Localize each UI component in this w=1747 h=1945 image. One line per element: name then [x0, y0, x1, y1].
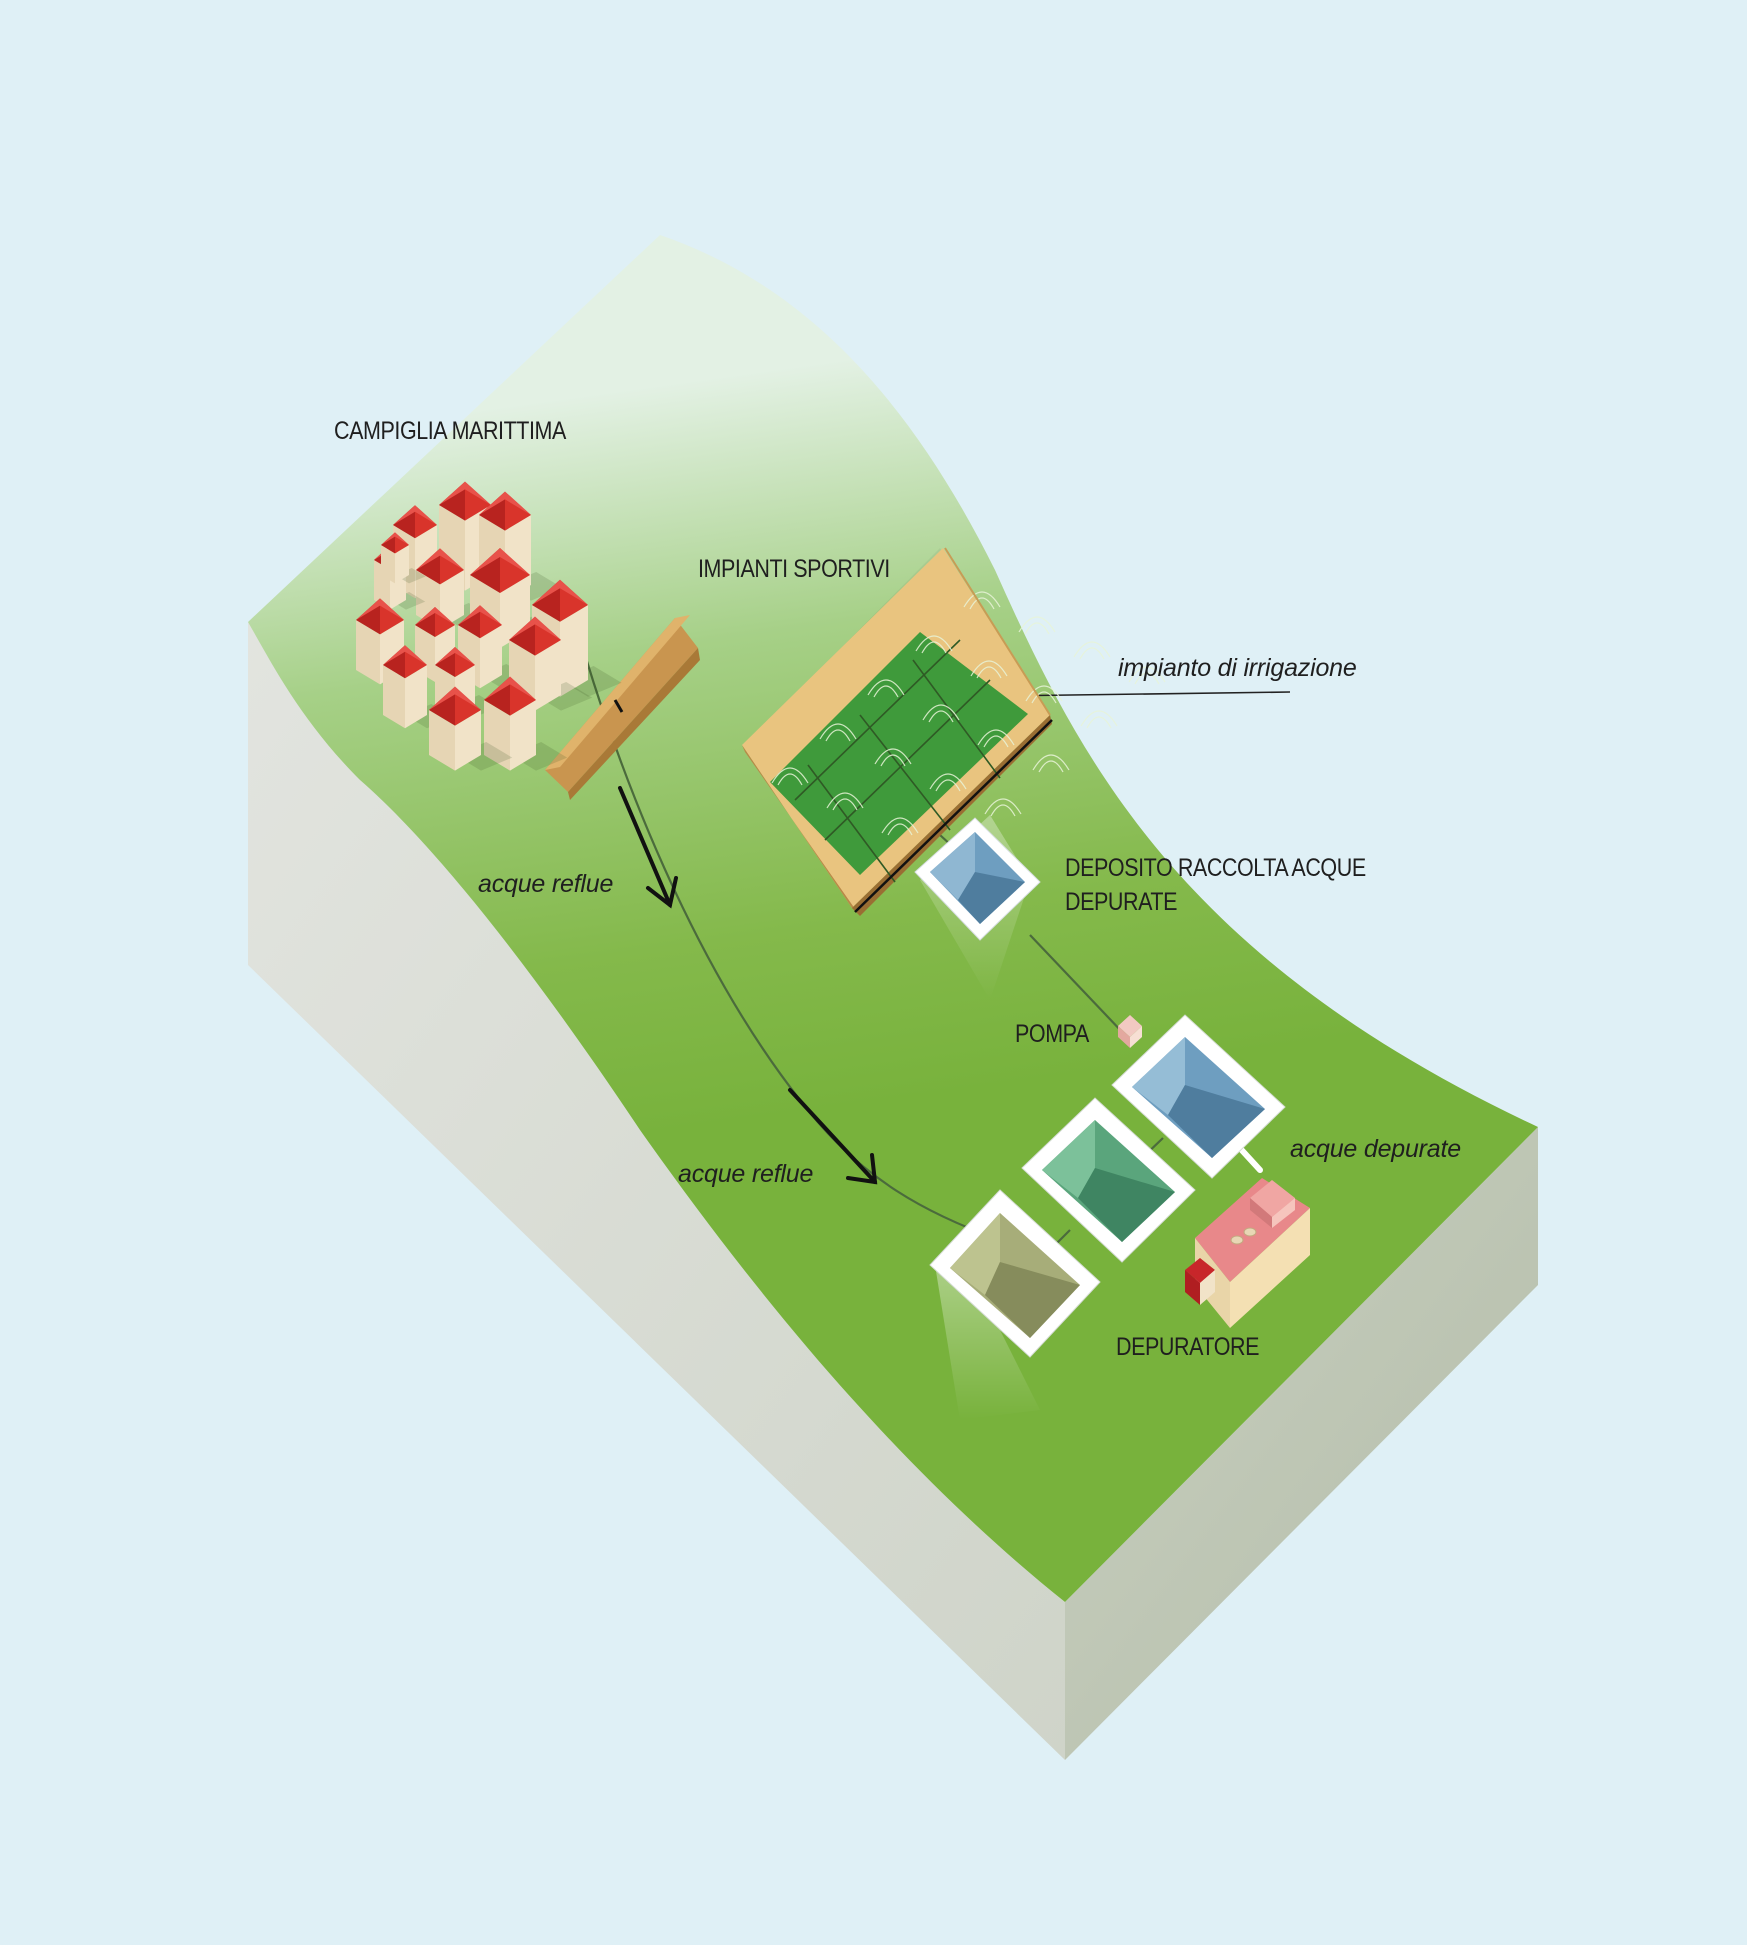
field-fence [854, 719, 1053, 913]
terrain-right-face [1065, 1127, 1538, 1760]
label-treated-water: acque depurate [1290, 1135, 1461, 1163]
label-wastewater-2: acque reflue [678, 1160, 814, 1188]
terrain-left-face [248, 622, 1065, 1760]
sprinkler-arc [1073, 641, 1111, 660]
label-storage-line2: DEPURATE [1065, 888, 1178, 916]
town-house [429, 686, 513, 771]
sprinkler-arc [963, 591, 1001, 610]
sprinkler-arc [929, 773, 967, 792]
pump-pipe [1029, 934, 1126, 1036]
sprinkler-arc [881, 817, 919, 836]
town-house [381, 532, 426, 584]
town-house [383, 645, 454, 729]
sprinkler-arc [1018, 616, 1056, 635]
label-treatment-plant: DEPURATORE [1116, 1333, 1260, 1361]
control-building [1185, 1178, 1310, 1328]
sprinkler-arc [819, 723, 857, 742]
field-turf [770, 632, 1028, 875]
town-house [484, 676, 568, 771]
tank-raw [929, 1189, 1101, 1420]
wastewater-pipe [583, 654, 1001, 1242]
terrain-block [248, 235, 1538, 1760]
town-house [458, 605, 529, 689]
label-town: CAMPIGLIA MARITTIMA [334, 417, 566, 445]
town-house [509, 616, 593, 711]
sprinkler-arc [970, 660, 1008, 679]
label-sports: IMPIANTI SPORTIVI [698, 555, 890, 583]
town-house [416, 548, 493, 630]
wall-beam [545, 615, 700, 800]
sprinkler-arc [1025, 685, 1063, 704]
tank-clean [1111, 1014, 1286, 1179]
label-wastewater-1: acque reflue [478, 870, 614, 898]
town-buildings [356, 481, 622, 771]
turf-lines [794, 639, 1001, 883]
label-pump: POMPA [1015, 1020, 1089, 1048]
sprinkler-arc [1080, 710, 1118, 729]
label-storage-line1: DEPOSITO RACCOLTA ACQUE [1065, 854, 1366, 882]
sprinkler-arc [984, 798, 1022, 817]
sprinkler-arc [922, 704, 960, 723]
label-irrigation: impianto di irrigazione [1118, 654, 1357, 682]
pump-box [1118, 1015, 1142, 1048]
sprinkler-arc [771, 767, 809, 786]
wastewater-arrow-1 [618, 786, 678, 909]
sprinkler-arcs [771, 591, 1166, 861]
sprinkler-arc [1128, 666, 1166, 685]
sprinkler-arc [1032, 754, 1070, 773]
sprinkler-arc [826, 792, 864, 811]
wastewater-arrow-2 [788, 1088, 878, 1185]
tank-green [1021, 1097, 1196, 1263]
sprinkler-arc [874, 748, 912, 767]
storage-tank [914, 815, 1041, 1000]
sports-field [742, 547, 1166, 916]
sprinkler-arc [915, 635, 953, 654]
sprinkler-arc [977, 729, 1015, 748]
sprinkler-arc [867, 679, 905, 698]
treatment-tanks [929, 1014, 1310, 1420]
irrigation-leader [997, 691, 1291, 697]
